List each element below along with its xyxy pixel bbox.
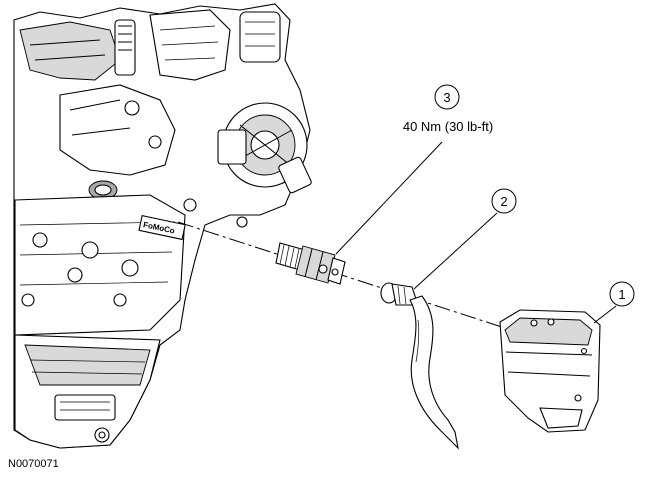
sensor-part <box>275 242 346 285</box>
protective-cover-part <box>499 309 601 433</box>
callout-number-2: 2 <box>500 194 507 209</box>
callout-2: 2 <box>491 188 517 214</box>
torque-spec-label: 40 Nm (30 lb-ft) <box>403 119 493 134</box>
callout-1: 1 <box>609 281 635 307</box>
callout-number-3: 3 <box>443 90 450 105</box>
harness-connector-part <box>380 282 459 450</box>
leader-lines <box>335 141 617 324</box>
callout-3: 3 40 Nm (30 lb-ft) <box>403 84 493 134</box>
figure-id-label: N0070071 <box>8 458 59 470</box>
callout-number-1: 1 <box>618 287 625 302</box>
engine-block: FoMoCo <box>13 3 312 449</box>
